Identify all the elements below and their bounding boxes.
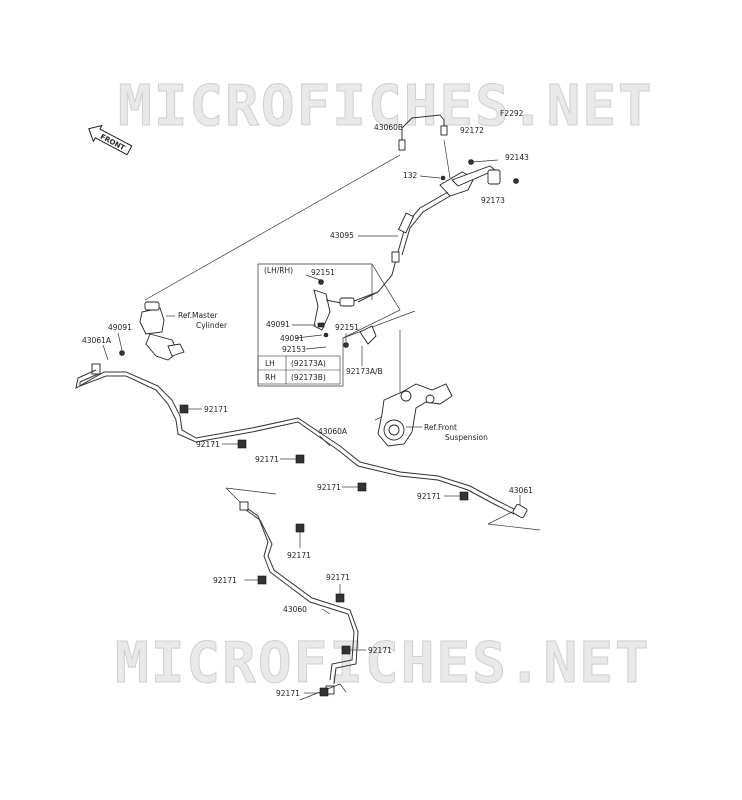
leader-line — [319, 435, 331, 447]
clamp-92171 — [335, 593, 345, 603]
hose-bracket — [439, 159, 519, 197]
label-43060b: 43060B — [374, 123, 403, 132]
watermark-top: MICROFICHES.NET — [118, 74, 654, 139]
label-92171-i: 92171 — [368, 646, 392, 655]
inset-table-rh-part: (92173B) — [291, 373, 326, 382]
hose-fitting — [397, 212, 415, 234]
clamp-92171 — [237, 439, 247, 449]
hose-fitting — [391, 251, 400, 263]
label-92171-a: 92171 — [204, 405, 228, 414]
label-43061: 43061 — [509, 486, 533, 495]
clamp-92171 — [295, 523, 305, 533]
label-92151-lower: 92151 — [335, 323, 359, 332]
brake-pipe-43060b — [401, 114, 445, 148]
inset-table-rh: RH — [265, 373, 276, 382]
leader-line — [321, 608, 331, 615]
label-92171-f: 92171 — [287, 551, 311, 560]
leader-line — [225, 487, 277, 495]
inset-table-lh-part: (92173A) — [291, 359, 326, 368]
label-92171-h: 92171 — [326, 573, 350, 582]
label-43060a: 43060A — [318, 427, 348, 436]
label-43060: 43060 — [283, 605, 307, 614]
lh-rh-inset: (LH/RH) LH (92173A) RH (92173B) — [257, 263, 416, 421]
label-92172: 92172 — [460, 126, 484, 135]
label-92171-e: 92171 — [417, 492, 441, 501]
label-92171-j: 92171 — [276, 689, 300, 698]
label-92173: 92173 — [481, 196, 505, 205]
label-92171-g: 92171 — [213, 576, 237, 585]
leader-line — [419, 175, 441, 179]
clamp-92171 — [459, 491, 469, 501]
bolt-132 — [440, 175, 446, 181]
clamp-92171 — [319, 687, 329, 697]
brake-pipe-43060 — [243, 505, 355, 681]
label-92151-upper: 92151 — [311, 268, 335, 277]
clamp-92171 — [357, 482, 367, 492]
clamp-92171 — [257, 575, 267, 585]
leader-line — [487, 511, 513, 525]
fitting-43061 — [512, 503, 528, 519]
master-cylinder — [119, 301, 185, 361]
pipe-fitting-43060 — [239, 501, 249, 511]
pipe-fitting-43060b-end — [440, 125, 448, 136]
clamp-92171 — [341, 645, 351, 655]
clamp-92171 — [179, 404, 189, 414]
leader-line — [117, 332, 123, 351]
label-43061a: 43061A — [82, 336, 112, 345]
leader-line — [443, 139, 451, 179]
pipe-fitting-43060b — [398, 139, 406, 151]
ref-front-suspension-line2: Suspension — [445, 433, 488, 442]
label-92171-c: 92171 — [255, 455, 279, 464]
label-92153: 92153 — [282, 345, 306, 354]
label-49091-inset-b: 49091 — [280, 334, 304, 343]
label-92143: 92143 — [505, 153, 529, 162]
clamp-92171 — [295, 454, 305, 464]
brake-pipe-43060a — [75, 369, 517, 511]
label-92171-d: 92171 — [317, 483, 341, 492]
label-49091-inset-a: 49091 — [266, 320, 290, 329]
watermark-bottom: MICROFICHES.NET — [115, 631, 651, 696]
inset-table-lh: LH — [265, 359, 275, 368]
fitting-43061a — [91, 363, 101, 375]
label-132: 132 — [403, 171, 418, 180]
label-49091: 49091 — [108, 323, 132, 332]
ref-master-cylinder-line1: Ref.Master — [178, 311, 218, 320]
front-suspension-knuckle — [377, 383, 453, 447]
inset-title: (LH/RH) — [264, 266, 293, 275]
leader-line — [339, 683, 347, 693]
label-92171-b: 92171 — [196, 440, 220, 449]
label-92173ab: 92173A/B — [346, 367, 383, 376]
brake-hose-43095 — [357, 191, 449, 303]
leader-line — [144, 154, 401, 301]
leader-line — [487, 523, 541, 531]
leader-line — [102, 344, 109, 361]
ref-master-cylinder-line2: Cylinder — [196, 321, 228, 330]
figure-code: F2292 — [500, 109, 524, 118]
label-43095: 43095 — [330, 231, 354, 240]
ref-front-suspension-line1: Ref.Front — [424, 423, 457, 432]
